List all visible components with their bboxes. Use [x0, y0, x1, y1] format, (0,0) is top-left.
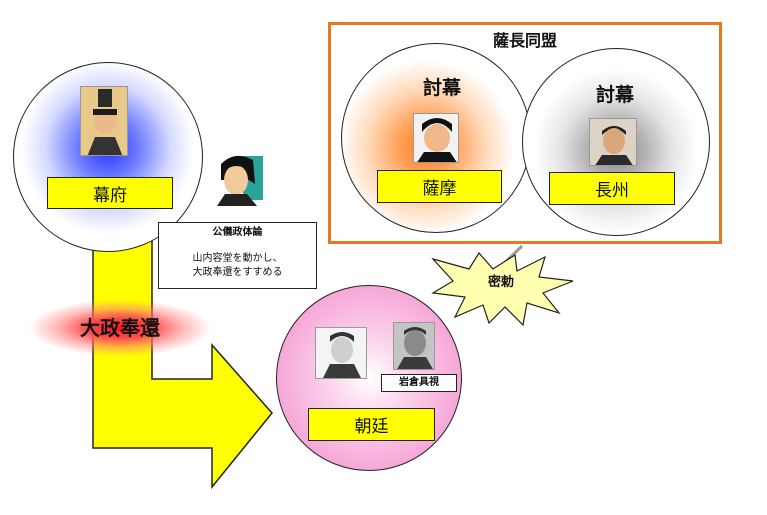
satsuma-label: 薩摩 — [422, 179, 457, 199]
secret-edict-label: 密勅 — [487, 275, 514, 290]
bakufu-label: 幕府 — [93, 185, 127, 206]
portrait-court-noble-icon — [315, 327, 367, 379]
portrait-advisor-icon — [209, 150, 263, 206]
portrait-satsuma-icon — [413, 113, 459, 163]
taisei-hokan-glow — [30, 300, 210, 356]
chotei-label: 朝廷 — [354, 417, 389, 437]
note-box: 公儀政体論 山内容堂を動かし、 大政奉還をすすめる — [158, 222, 317, 289]
note-line2: 大政奉還をすすめる — [192, 267, 283, 278]
secret-edict-burst — [431, 251, 574, 327]
portrait-iwakura-icon — [393, 322, 435, 370]
choshu-label-box: 長州 — [549, 172, 675, 205]
bakufu-label-box: 幕府 — [47, 177, 173, 209]
note-line1: 山内容堂を動かし、 — [192, 253, 283, 264]
note-title: 公儀政体論 — [212, 227, 263, 238]
alliance-title: 薩長同盟 — [492, 31, 557, 50]
choshu-heading: 討幕 — [595, 84, 634, 106]
satsuma-label-box: 薩摩 — [377, 170, 502, 203]
iwakura-label-box: 岩倉具視 — [381, 374, 457, 392]
iwakura-label: 岩倉具視 — [399, 377, 439, 388]
portrait-choshu-icon — [589, 118, 637, 166]
satsuma-heading: 討幕 — [422, 77, 461, 99]
portrait-bakufu-icon — [80, 86, 128, 156]
taisei-hokan-label: 大政奉還 — [80, 316, 160, 340]
chotei-label-box: 朝廷 — [308, 408, 435, 441]
choshu-label: 長州 — [595, 181, 629, 201]
